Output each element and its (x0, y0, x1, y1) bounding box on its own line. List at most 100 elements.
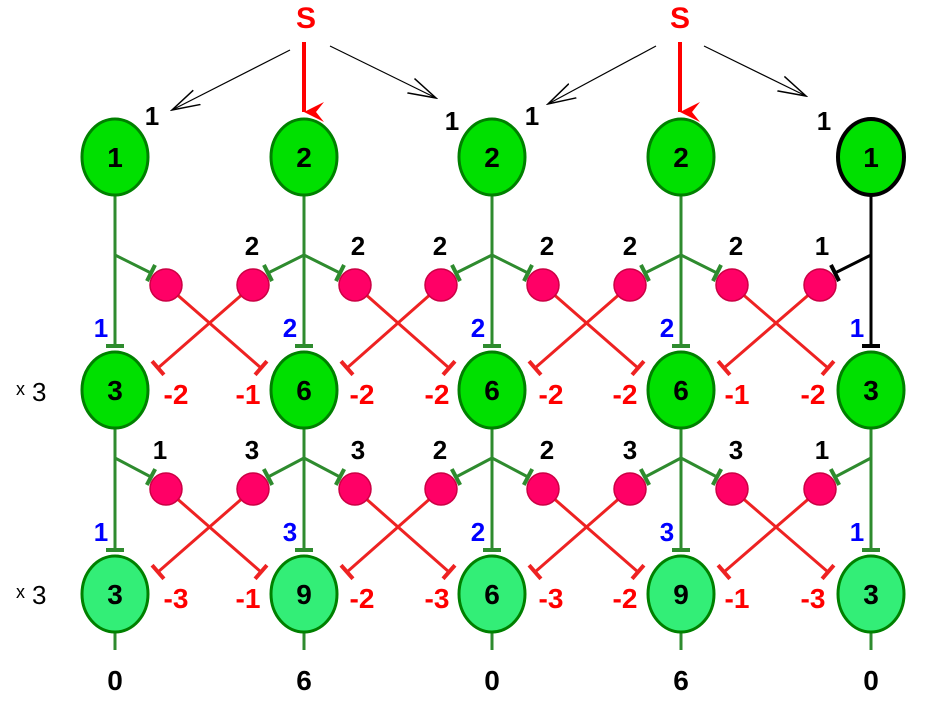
inhibitory-line-l2-i2-bar (150, 563, 166, 581)
inhibitory-line-l1-i1-bar (253, 359, 269, 377)
inhibition-weight-l1-8: -2 (801, 379, 826, 410)
row-3-multiplier-x: x (16, 582, 25, 602)
branch-l1-i2 (267, 253, 305, 275)
interneuron-weight-l2-2: 3 (245, 435, 259, 465)
node-r3-c3 (457, 554, 527, 634)
branch-l2-i4-bar (450, 468, 462, 486)
input-weight-node-3-right: 1 (525, 101, 539, 131)
inhibitory-line-l2-i3 (354, 487, 450, 574)
node-r2-c5 (836, 350, 906, 430)
node-r1-c2 (269, 117, 339, 197)
interneuron-weight-l1-2: 2 (351, 231, 365, 261)
row-3-multiplier-value: 3 (32, 580, 46, 610)
vertical-weight-l2-c2: 3 (283, 517, 297, 547)
interneuron-weight-l2-4: 2 (433, 435, 447, 465)
output-value-c1: 0 (107, 665, 123, 696)
node-r2-c3 (457, 350, 527, 430)
inhibitory-line-l1-i8 (723, 283, 821, 370)
row-2-multiplier-value: 3 (32, 377, 46, 407)
node-label-r2-c1: 3 (107, 375, 123, 406)
node-r2-c4 (646, 350, 716, 430)
vertical-weight-l2-c5: 1 (850, 517, 864, 547)
branch-l1-i4-bar (450, 264, 462, 282)
vertical-weight-l1-c1: 1 (94, 313, 108, 343)
branch-l1-i6-bar (639, 264, 651, 282)
branch-l2-i2-bar (262, 468, 274, 486)
inhibitory-line-l2-i2 (157, 487, 254, 574)
branch-l2-i1 (114, 456, 152, 479)
inhibitory-line-l2-i8 (723, 487, 821, 574)
connections-layer (106, 195, 880, 650)
node-r3-c4 (646, 554, 716, 634)
branch-l1-i6 (644, 253, 682, 275)
branch-l2-i1-bar (145, 468, 157, 486)
input-weight-node-5: 1 (817, 106, 831, 136)
branch-l2-i3-bar (334, 468, 346, 486)
vertical-weight-l1-c4: 2 (660, 313, 674, 343)
node-r2-c2 (269, 350, 339, 430)
input-weight-node-1: 1 (145, 101, 159, 131)
branch-l1-i5 (491, 253, 529, 275)
inhibitory-line-l2-i5-bar (630, 563, 646, 581)
branch-l1-i7-bar (711, 264, 723, 282)
node-r1-c3 (457, 117, 527, 197)
interneuron-l1-8 (803, 268, 837, 302)
node-r1-c4 (646, 117, 716, 197)
interneuron-l1-5 (526, 268, 560, 302)
output-value-c3: 0 (484, 665, 500, 696)
stimulus-arrows (172, 42, 806, 122)
vertical-weight-l2-c1: 1 (94, 517, 108, 547)
inhibitory-line-l1-i2-bar (150, 359, 166, 377)
branch-l1-i1-bar (145, 264, 157, 282)
inhibitory-line-l1-i2 (157, 283, 254, 370)
node-label-r3-c2: 9 (296, 579, 312, 610)
interneuron-l2-4 (424, 472, 458, 506)
branch-l2-i6 (644, 456, 682, 479)
interneuron-l1-6 (613, 268, 647, 302)
node-r1-c1 (80, 117, 150, 197)
node-label-r3-c5: 3 (863, 579, 879, 610)
branch-l1-i7 (680, 253, 718, 275)
node-label-r3-c4: 9 (673, 579, 689, 610)
branch-l2-i3 (303, 456, 341, 479)
stimulus-label-2: S (670, 2, 690, 35)
inhibitory-line-l1-i5 (542, 283, 639, 370)
interneuron-weight-l2-7: 3 (729, 435, 743, 465)
inhibition-weight-l2-4: -3 (425, 583, 450, 614)
inhibitory-line-l1-i3-bar (441, 359, 457, 377)
node-label-r2-c3: 6 (484, 375, 500, 406)
interneuron-weight-l1-5: 2 (623, 231, 637, 261)
node-label-r3-c3: 6 (484, 579, 500, 610)
interneuron-l2-8 (803, 472, 837, 506)
inhibitory-line-l2-i1 (165, 487, 262, 574)
node-label-r1-c3: 2 (484, 142, 500, 173)
inhibition-weight-l1-5: -2 (539, 379, 564, 410)
branch-l2-i4 (455, 456, 493, 479)
node-label-r2-c4: 6 (673, 375, 689, 406)
stimulus-2-to-node-5 (703, 45, 806, 96)
inhibition-weight-l1-1: -2 (164, 379, 189, 410)
inhibitory-line-l2-i1-bar (253, 563, 269, 581)
branch-l1-i2-bar (262, 264, 274, 282)
interneuron-weight-l2-3: 3 (351, 435, 365, 465)
stimulus-1-to-node-3 (329, 45, 436, 98)
inhibitory-line-l2-i7 (731, 487, 829, 574)
interneuron-weight-l1-3: 2 (433, 231, 447, 261)
node-r3-c1 (80, 554, 150, 634)
node-label-r1-c4: 2 (673, 142, 689, 173)
output-value-c4: 6 (673, 665, 689, 696)
row-2-multiplier-x: x (16, 379, 25, 399)
branch-l1-i3 (303, 253, 341, 275)
interneuron-l1-7 (715, 268, 749, 302)
inhibition-weight-l2-3: -2 (350, 583, 375, 614)
branch-l2-i8-bar (829, 468, 841, 486)
interneuron-weight-l1-4: 2 (540, 231, 554, 261)
branch-l2-i8 (834, 456, 872, 479)
vertical-weight-l2-c3: 2 (471, 517, 485, 547)
node-label-r1-c1: 1 (107, 142, 123, 173)
inhibition-weight-l2-7: -1 (725, 583, 750, 614)
input-weight-node-3-left: 1 (445, 106, 459, 136)
